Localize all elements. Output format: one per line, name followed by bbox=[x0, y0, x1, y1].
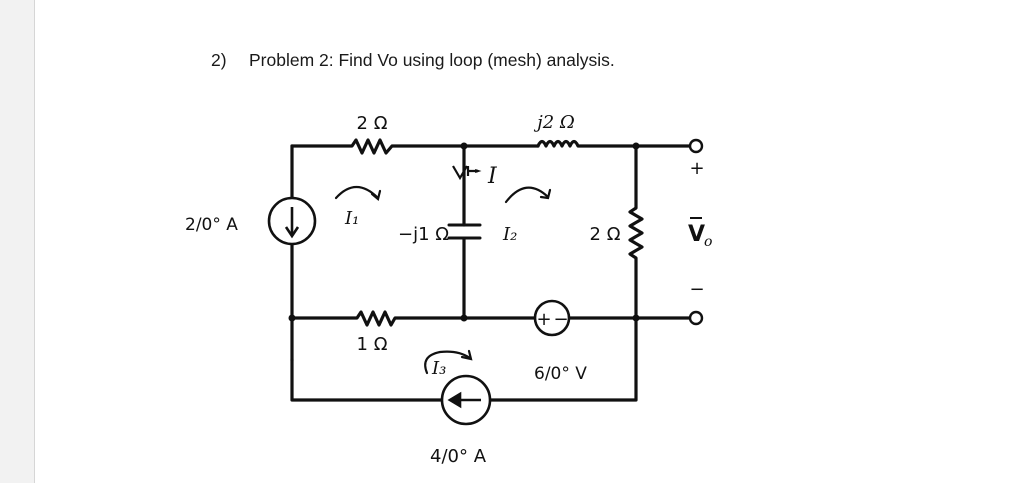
label-terminal-plus: + bbox=[689, 158, 704, 179]
label-left-current-source: 2/0° A bbox=[185, 215, 238, 235]
junction-dots bbox=[288, 142, 640, 322]
label-branch-current: I bbox=[487, 164, 498, 189]
label-mesh-2: I₂ bbox=[502, 224, 517, 245]
output-terminals bbox=[688, 138, 704, 326]
problem-statement: 2) Problem 2: Find Vo using loop (mesh) a… bbox=[211, 50, 615, 71]
label-resistor-bottom-left: 1 Ω bbox=[357, 334, 388, 355]
branch-current-arrow bbox=[466, 166, 482, 176]
page-left-margin bbox=[0, 0, 35, 483]
mesh-1-arrowhead bbox=[370, 189, 382, 201]
junction-middle bbox=[460, 314, 468, 322]
mesh-1-arrow bbox=[334, 185, 380, 200]
junction-top-right bbox=[632, 142, 640, 150]
bottom-current-source bbox=[440, 374, 492, 426]
junction-right bbox=[632, 314, 640, 322]
branch-current-arrowhead bbox=[452, 165, 468, 181]
label-mesh-1: I₁ bbox=[344, 208, 359, 229]
junction-top-middle bbox=[460, 142, 468, 150]
label-inductor-top-right: j2 Ω bbox=[533, 112, 575, 133]
label-resistor-right: 2 Ω bbox=[590, 224, 621, 245]
bottom-wire bbox=[290, 316, 638, 402]
junction-left bbox=[288, 314, 296, 322]
label-output-subscript: o bbox=[704, 234, 712, 250]
label-voltage-source: 6/0° V bbox=[534, 364, 587, 384]
label-terminal-minus: − bbox=[689, 279, 704, 300]
label-resistor-top-left: 2 Ω bbox=[357, 113, 388, 134]
top-wire bbox=[290, 138, 540, 155]
voltage-source bbox=[533, 299, 571, 337]
mesh-2-arrow bbox=[504, 186, 550, 204]
vsource-plus: + bbox=[536, 309, 551, 330]
label-capacitor: −j1 Ω bbox=[398, 224, 449, 245]
label-mesh-3: I₃ bbox=[431, 358, 446, 379]
inductor-top-right bbox=[536, 139, 638, 148]
mesh-2-arrowhead bbox=[539, 188, 552, 200]
problem-text: Problem 2: Find Vo using loop (mesh) ana… bbox=[249, 50, 615, 70]
label-bottom-current-source: 4/0° A bbox=[430, 446, 487, 467]
vsource-minus: − bbox=[553, 309, 568, 330]
left-current-source bbox=[267, 196, 317, 246]
mesh-3-arrow bbox=[424, 350, 472, 375]
middle-horizontal-wire bbox=[290, 310, 692, 327]
label-output-voltage: V bbox=[688, 222, 705, 247]
right-wire bbox=[628, 144, 644, 320]
problem-number: 2) bbox=[211, 50, 227, 70]
mesh-3-arrowhead bbox=[460, 349, 473, 361]
